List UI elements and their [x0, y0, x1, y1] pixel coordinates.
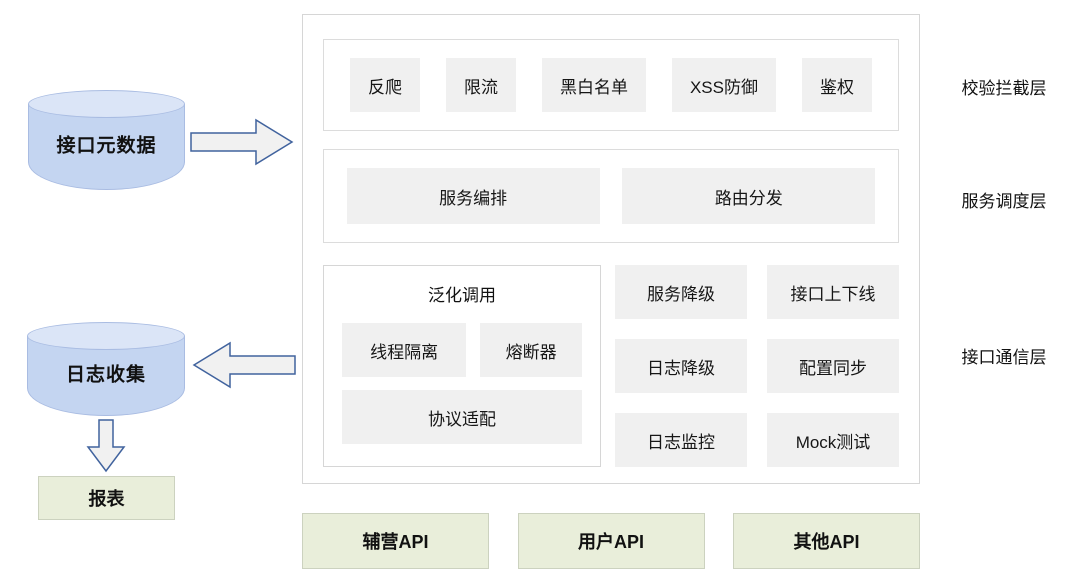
- generic-call-inner-row: 线程隔离 熔断器: [342, 323, 582, 377]
- log-database-cylinder: 日志收集: [27, 322, 185, 416]
- scheduling-layer-label: 服务调度层: [961, 192, 1047, 211]
- log-database-label: 日志收集: [65, 364, 146, 386]
- validation-layer-row: 反爬 限流 黑白名单 XSS防御 鉴权: [323, 39, 899, 131]
- config-sync-chip: 配置同步: [767, 339, 899, 393]
- service-degradation-chip: 服务降级: [615, 265, 747, 319]
- service-orchestration-chip: 服务编排: [346, 168, 600, 224]
- auxiliary-api-box: 辅营API: [302, 513, 489, 569]
- cylinder-top: [28, 90, 185, 118]
- rate-limit-chip: 限流: [445, 58, 516, 112]
- bottom-api-row: 辅营API 用户API 其他API: [302, 513, 920, 569]
- gateway-main-box: 反爬 限流 黑白名单 XSS防御 鉴权 服务编排 路由分发 泛化调用 线程隔离 …: [302, 14, 920, 484]
- anti-crawler-chip: 反爬: [349, 58, 420, 112]
- validation-layer-label: 校验拦截层: [961, 79, 1047, 98]
- generic-call-title: 泛化调用: [428, 285, 496, 305]
- log-monitoring-chip: 日志监控: [615, 413, 747, 467]
- xss-defense-chip: XSS防御: [671, 58, 776, 112]
- thread-isolation-chip: 线程隔离: [342, 323, 467, 377]
- scheduling-layer-row: 服务编排 路由分发: [323, 149, 899, 243]
- other-api-box: 其他API: [733, 513, 920, 569]
- communication-feature-grid: 服务降级 接口上下线 日志降级 配置同步 日志监控 Mock测试: [615, 265, 899, 467]
- protocol-adaptation-chip: 协议适配: [342, 390, 582, 444]
- arrow-left-icon: [192, 341, 296, 389]
- blacklist-whitelist-chip: 黑白名单: [541, 58, 646, 112]
- metadata-database-label: 接口元数据: [56, 135, 157, 157]
- mock-testing-chip: Mock测试: [767, 413, 899, 467]
- authentication-chip: 鉴权: [801, 58, 872, 112]
- user-api-box: 用户API: [517, 513, 705, 569]
- log-degradation-chip: 日志降级: [615, 339, 747, 393]
- metadata-database-cylinder: 接口元数据: [28, 90, 185, 190]
- arrow-right-icon: [190, 118, 294, 166]
- circuit-breaker-chip: 熔断器: [480, 323, 582, 377]
- communication-layer-label: 接口通信层: [961, 348, 1047, 367]
- communication-layer-row: 泛化调用 线程隔离 熔断器 协议适配 服务降级 接口上下线 日志降级 配置同步 …: [323, 265, 899, 467]
- cylinder-body: [28, 104, 185, 190]
- cylinder-top: [27, 322, 185, 350]
- generic-call-group: 泛化调用 线程隔离 熔断器 协议适配: [323, 265, 601, 467]
- report-box: 报表: [38, 476, 175, 520]
- route-dispatch-chip: 路由分发: [622, 168, 876, 224]
- interface-onoffline-chip: 接口上下线: [767, 265, 899, 319]
- arrow-down-icon: [86, 419, 126, 473]
